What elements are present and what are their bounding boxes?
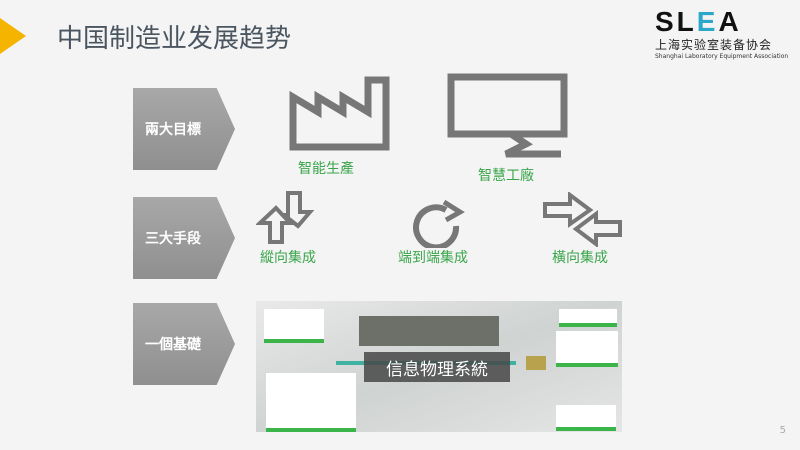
info-card: [266, 373, 356, 432]
row-label-means: 三大手段: [133, 197, 235, 279]
cycle-icon: [413, 199, 465, 248]
vertical-arrows-icon: [256, 191, 315, 244]
means-label: 端到端集成: [398, 250, 468, 266]
title-triangle-marker: [0, 18, 26, 54]
photo-inset: [359, 316, 499, 346]
logo-text-e: E: [696, 6, 719, 37]
means-label: 橫向集成: [552, 250, 608, 266]
slea-logo: SLEA 上海实验室装备协会 Shanghai Laboratory Equip…: [655, 6, 795, 61]
row-label-foundation: 一個基礎: [133, 303, 235, 385]
logo-english: Shanghai Laboratory Equipment Associatio…: [655, 53, 789, 60]
info-card: [559, 309, 617, 327]
means-label: 縱向集成: [260, 250, 316, 266]
goal-label: 智能生產: [298, 161, 354, 177]
row-label-goals: 兩大目標: [133, 88, 235, 170]
logo-text-a: A: [718, 6, 742, 37]
foundation-label: 信息物理系統: [364, 352, 510, 382]
cps-factory-image: [256, 301, 622, 432]
monitor-icon: [447, 73, 568, 158]
horizontal-arrows-icon: [543, 192, 622, 247]
logo-text: SL: [655, 6, 697, 37]
info-card: [556, 331, 618, 367]
box: [526, 356, 546, 370]
logo-chinese: 上海实验室装备协会: [655, 38, 773, 52]
page-title: 中国制造业发展趋势: [57, 24, 292, 54]
info-card: [556, 405, 616, 431]
page-number: 5: [779, 425, 786, 436]
info-card: [264, 309, 324, 343]
goal-label: 智慧工廠: [478, 168, 534, 184]
factory-icon: [289, 76, 390, 151]
